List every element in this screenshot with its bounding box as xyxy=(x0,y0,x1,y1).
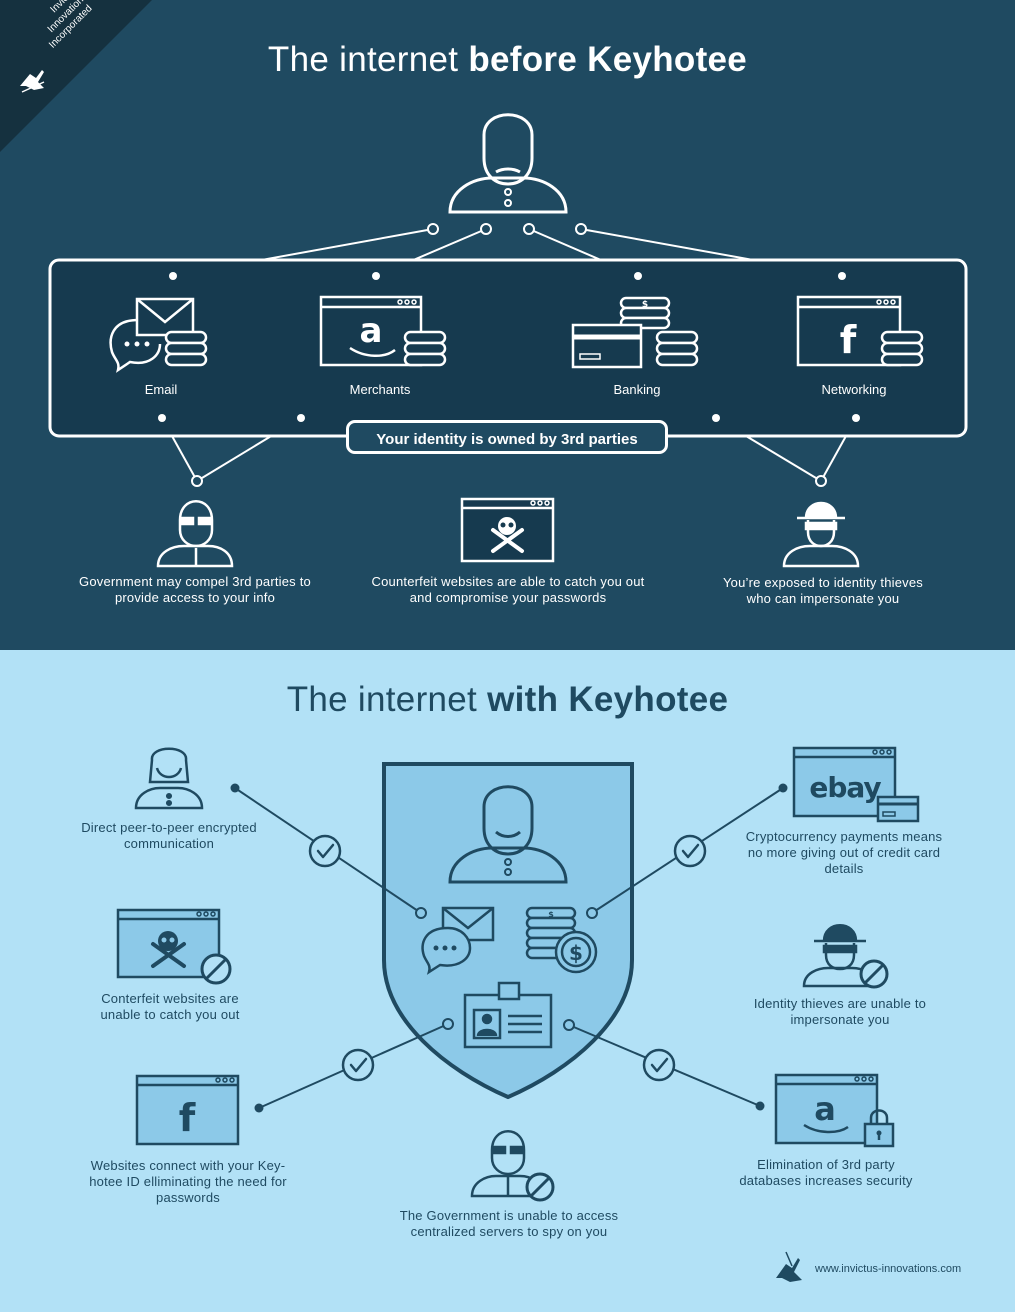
ebay-logo: ebay xyxy=(809,771,881,804)
svg-text:f: f xyxy=(179,1096,196,1140)
identity-thief-icon xyxy=(782,501,860,568)
footer-website-link[interactable]: www.invictus-innovations.com xyxy=(815,1263,962,1275)
id-card-icon xyxy=(463,981,553,1049)
amazon-window-locked-icon: a xyxy=(774,1073,895,1148)
skull-window-icon xyxy=(460,497,555,563)
user-icon-top xyxy=(448,113,568,214)
facebook-window-bottom-icon: f xyxy=(135,1074,240,1146)
svg-text:$: $ xyxy=(569,941,583,965)
coins-icon-shield xyxy=(525,906,598,974)
with-title-bold: with Keyhotee xyxy=(487,680,729,719)
bank-card-coins-icon: $ xyxy=(571,296,671,369)
knight-footer-icon xyxy=(776,1251,802,1282)
svg-text:$: $ xyxy=(548,910,554,919)
server-stack-icon xyxy=(655,330,699,367)
server-stack-icon xyxy=(880,330,924,367)
before-title: The internet before Keyhotee xyxy=(0,40,1015,80)
with-title-light: The internet xyxy=(286,680,488,719)
identity-owned-label: Your identity is owned by 3rd parties xyxy=(346,420,668,454)
check-icon xyxy=(308,834,707,1082)
user-icon-shield xyxy=(448,785,568,884)
benefit-government-text: The Government is unable to access centr… xyxy=(399,1208,619,1239)
email-icon-shield xyxy=(421,906,495,975)
threat-government-text: Government may compel 3rd parties to pro… xyxy=(79,574,311,605)
before-title-light: The internet xyxy=(267,40,469,79)
benefit-crypto-text: Cryptocurrency payments means no more gi… xyxy=(745,829,943,876)
service-label-banking: Banking xyxy=(613,382,661,397)
benefit-websites-text: Websites connect with your Key-hotee ID … xyxy=(89,1158,287,1205)
with-title: The internet with Keyhotee xyxy=(0,680,1015,720)
threat-thieves-text: You’re exposed to identity thieves who c… xyxy=(722,575,923,606)
woman-user-icon xyxy=(134,747,204,810)
svg-text:f: f xyxy=(840,318,857,362)
amazon-window-icon: a xyxy=(319,295,423,367)
identity-thief-blocked-icon xyxy=(802,924,889,989)
corner-badge xyxy=(0,0,152,152)
svg-text:a: a xyxy=(360,311,383,351)
skull-window-blocked-icon xyxy=(116,908,232,985)
server-stack-icon xyxy=(403,330,447,367)
government-agent-icon xyxy=(156,500,234,568)
server-stack-icon xyxy=(164,330,208,367)
ebay-window-icon: ebay xyxy=(792,746,920,823)
benefit-thieves-text: Identity thieves are unable to impersona… xyxy=(753,996,927,1027)
service-label-merchants: Merchants xyxy=(349,382,411,397)
keyhotee-shield xyxy=(382,762,634,1100)
svg-text:a: a xyxy=(814,1090,836,1128)
government-agent-blocked-icon xyxy=(470,1130,555,1202)
service-label-email: Email xyxy=(144,382,178,397)
before-title-bold: before Keyhotee xyxy=(468,40,748,79)
email-icon xyxy=(109,297,195,373)
benefit-databases-text: Elimination of 3rd party databases incre… xyxy=(739,1157,913,1188)
svg-text:$: $ xyxy=(642,300,648,310)
knight-logo-icon xyxy=(20,70,45,93)
benefit-counterfeit-text: Conterfeit websites are unable to catch … xyxy=(100,991,240,1022)
service-label-networking: Networking xyxy=(821,382,887,397)
threat-counterfeit-text: Counterfeit websites are able to catch y… xyxy=(371,574,645,605)
benefit-p2p-text: Direct peer-to-peer encrypted communicat… xyxy=(81,820,257,851)
